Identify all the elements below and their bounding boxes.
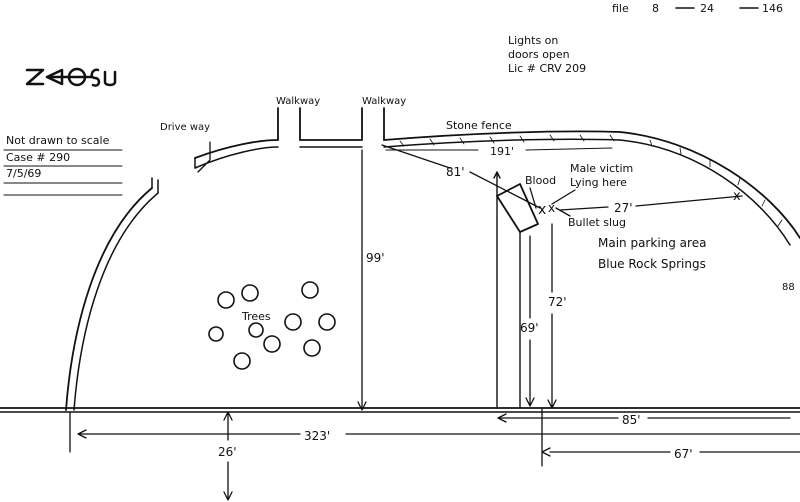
stone-fence-label: Stone fence bbox=[446, 119, 512, 132]
dimension-27-line bbox=[559, 195, 743, 211]
file-ref-part-1: 8 bbox=[652, 2, 659, 15]
dimension-72: 72' bbox=[548, 295, 567, 309]
lights-line-2: doors open bbox=[508, 48, 570, 61]
parking-label-1: Main parking area bbox=[598, 236, 706, 250]
trees-label: Trees bbox=[241, 310, 271, 323]
driveway-arrow bbox=[197, 141, 211, 173]
lights-line-3: Lic # CRV 209 bbox=[508, 62, 586, 75]
dimension-99-line bbox=[357, 149, 367, 411]
vehicle-direction-arrow bbox=[493, 171, 501, 197]
victim-label-2: Lying here bbox=[570, 176, 627, 189]
parking-lot-outline bbox=[65, 107, 800, 411]
compass-icon bbox=[25, 67, 117, 87]
bullet-label: Bullet slug bbox=[568, 216, 626, 229]
victim-vehicle bbox=[496, 183, 539, 233]
dimension-67-line bbox=[541, 407, 800, 467]
walkway-left-label: Walkway bbox=[276, 96, 320, 107]
blood-mark: x bbox=[538, 202, 546, 218]
dimension-72-line bbox=[547, 223, 557, 409]
dimension-85: 85' bbox=[622, 413, 641, 427]
file-ref-part-2: 24 bbox=[700, 2, 714, 15]
lights-line-1: Lights on bbox=[508, 34, 558, 47]
bullet-pointer bbox=[555, 207, 571, 217]
walkway-right-label: Walkway bbox=[362, 96, 406, 107]
file-ref-part-3: 146 bbox=[762, 2, 783, 15]
dimension-99: 99' bbox=[366, 251, 385, 265]
trees-cluster bbox=[208, 281, 336, 370]
file-reference: file 8 24 146 bbox=[612, 2, 783, 15]
dimension-27: 27' bbox=[614, 201, 633, 215]
vehicle-lines bbox=[496, 195, 521, 409]
bullet-mark-right: x bbox=[733, 189, 741, 204]
driveway-label: Drive way bbox=[160, 122, 210, 133]
dimension-67: 67' bbox=[674, 447, 693, 461]
dimension-323-line bbox=[77, 429, 800, 439]
dimension-81: 81' bbox=[446, 165, 465, 179]
dimension-191: 191' bbox=[490, 145, 514, 158]
bullet-mark-left: x bbox=[548, 201, 555, 215]
blood-pointer bbox=[529, 187, 537, 209]
dimension-191-line bbox=[385, 147, 613, 151]
dimension-26-line bbox=[223, 411, 233, 501]
dimension-85-line bbox=[497, 413, 791, 423]
blood-label: Blood bbox=[525, 174, 556, 187]
case-date: 7/5/69 bbox=[6, 167, 41, 180]
dimension-69: 69' bbox=[520, 321, 539, 335]
victim-label-1: Male victim bbox=[570, 162, 633, 175]
edge-mark: 88 bbox=[782, 282, 795, 293]
dimension-323: 323' bbox=[304, 429, 330, 443]
case-note: Not drawn to scale Case # 290 7/5/69 bbox=[3, 134, 123, 196]
case-number: Case # 290 bbox=[6, 151, 70, 164]
scale-note: Not drawn to scale bbox=[6, 134, 110, 147]
file-ref-prefix: file bbox=[612, 2, 629, 15]
lights-note: Lights on doors open Lic # CRV 209 bbox=[508, 34, 586, 75]
parking-label-2: Blue Rock Springs bbox=[598, 257, 706, 271]
dimension-26: 26' bbox=[218, 445, 237, 459]
dimension-69-line bbox=[525, 235, 535, 407]
victim-pointer bbox=[551, 189, 576, 205]
